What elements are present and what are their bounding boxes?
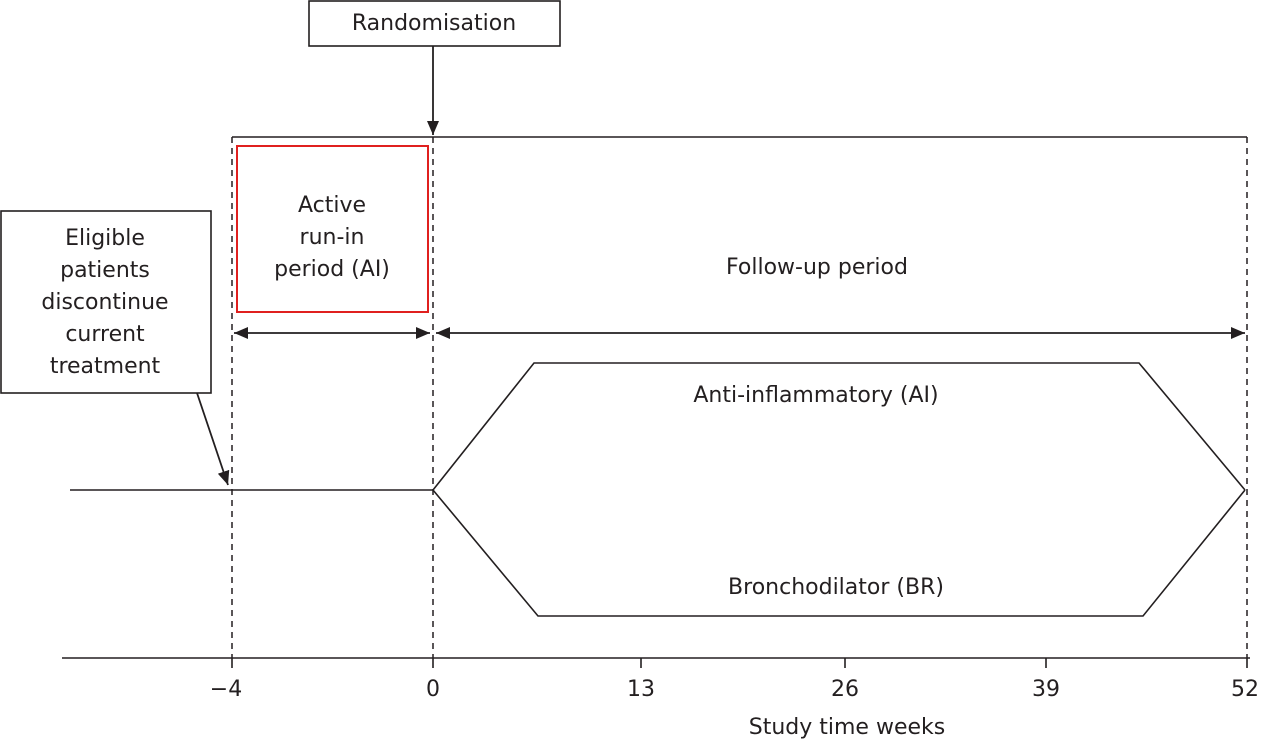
- eligible-label-line1: Eligible: [65, 226, 145, 251]
- tick-label-26: 26: [831, 677, 859, 702]
- tick-label-52: 52: [1231, 677, 1259, 702]
- eligible-label-line4: current: [65, 322, 145, 347]
- eligible-label-line5: treatment: [50, 354, 161, 379]
- anti-inflammatory-arm: [432, 362, 1246, 491]
- anti-inflammatory-label: Anti-inflammatory (AI): [693, 383, 938, 408]
- eligible-patients-box: [0, 210, 212, 394]
- eligible-label-line2: patients: [60, 258, 150, 283]
- follow-up-label: Follow-up period: [726, 255, 908, 280]
- tick-label-13: 13: [627, 677, 655, 702]
- run-in-label-line2: run-in: [300, 225, 365, 250]
- run-in-box: [236, 145, 429, 313]
- x-axis-title: Study time weeks: [749, 715, 945, 740]
- eligible-pointer-arrow: [196, 392, 230, 486]
- run-in-label-line1: Active: [298, 193, 366, 218]
- tick-label-39: 39: [1032, 677, 1060, 702]
- randomisation-box: [308, 0, 561, 47]
- tick-label-0: 0: [426, 677, 440, 702]
- eligible-label-line3: discontinue: [41, 290, 168, 315]
- bronchodilator-arm: [432, 489, 1246, 617]
- tick-label-minus4: −4: [210, 677, 242, 702]
- bronchodilator-label: Bronchodilator (BR): [728, 575, 944, 600]
- randomisation-label: Randomisation: [352, 11, 516, 36]
- run-in-label-line3: period (AI): [274, 257, 390, 282]
